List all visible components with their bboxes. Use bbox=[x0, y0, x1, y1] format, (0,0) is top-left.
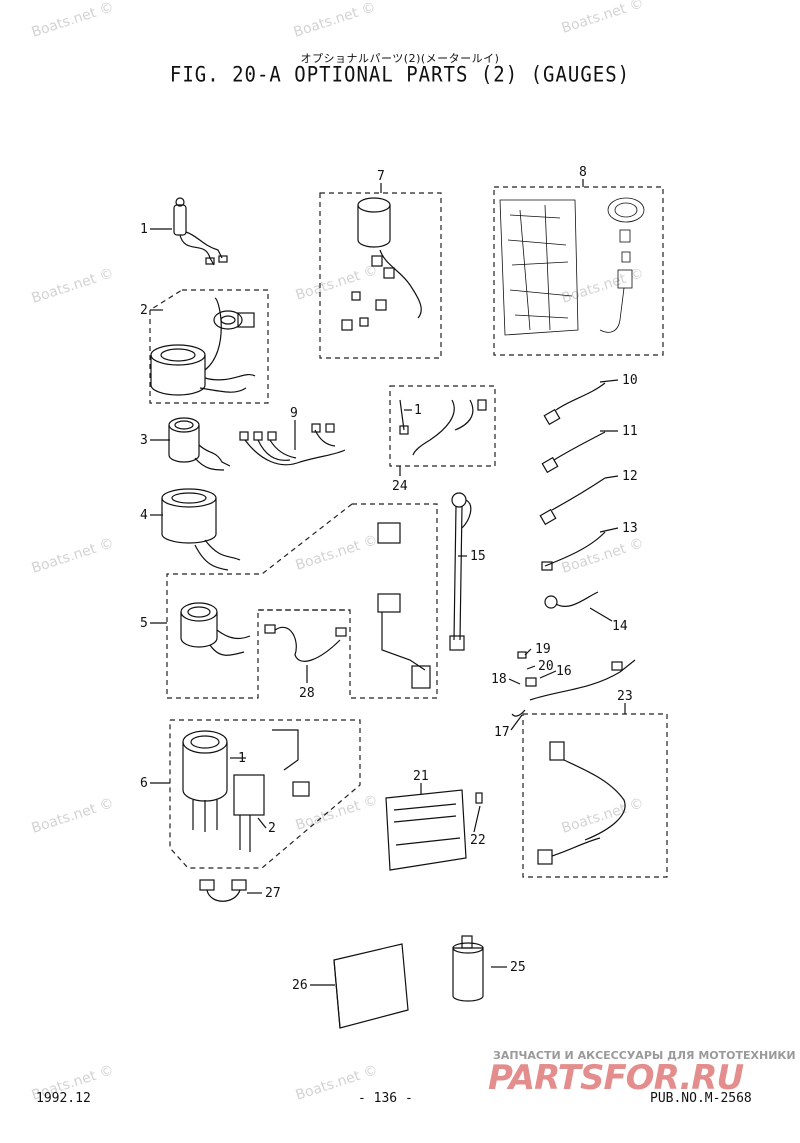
ad-brand-logo: PARTSFOR.RU bbox=[488, 1058, 744, 1098]
part-21-plate bbox=[385, 789, 483, 871]
callout-6: 6 bbox=[140, 776, 148, 791]
parts-10-14-sensor-leads bbox=[539, 382, 606, 609]
part-6-meter-bracket-kit bbox=[182, 729, 310, 852]
group-frame-2 bbox=[149, 289, 269, 404]
part-15-wire-lead bbox=[449, 492, 472, 651]
callout-21: 21 bbox=[413, 769, 429, 784]
callout-labels: 1 2 3 4 5 6 7 8 9 10 11 12 13 14 15 16 1… bbox=[140, 165, 638, 993]
part-2-tachometer-kit bbox=[150, 297, 256, 396]
callout-17: 17 bbox=[494, 725, 510, 740]
leader-lines bbox=[150, 179, 626, 986]
callout-12: 12 bbox=[622, 469, 638, 484]
callout-20: 20 bbox=[538, 659, 554, 674]
ad-tagline: ЗАПЧАСТИ И АКСЕССУАРЫ ДЛЯ МОТОТЕХНИКИ bbox=[493, 1049, 796, 1062]
part-26-manual bbox=[333, 943, 409, 1029]
part-7-meter-kit bbox=[341, 197, 422, 331]
callout-5: 5 bbox=[140, 616, 148, 631]
part-1-main-switch bbox=[173, 197, 228, 266]
group-frame-24 bbox=[389, 385, 496, 467]
callout-9: 9 bbox=[290, 406, 298, 421]
callout-19: 19 bbox=[535, 642, 551, 657]
callout-18: 18 bbox=[491, 672, 507, 687]
callout-14: 14 bbox=[612, 619, 628, 634]
part-28-cord bbox=[264, 624, 347, 662]
callout-8: 8 bbox=[579, 165, 587, 180]
part-24-cable-kit bbox=[399, 399, 487, 456]
figure-title: FIG. 20-A OPTIONAL PARTS (2) (GAUGES) bbox=[169, 62, 631, 88]
group-frame-23 bbox=[522, 713, 668, 878]
callout-25: 25 bbox=[510, 960, 526, 975]
callout-2: 2 bbox=[140, 303, 148, 318]
callout-1: 1 bbox=[140, 222, 148, 237]
callout-13: 13 bbox=[622, 521, 638, 536]
part-23-cable bbox=[537, 741, 626, 865]
callout-4: 4 bbox=[140, 508, 148, 523]
callout-24: 24 bbox=[392, 479, 408, 494]
group-frame-8 bbox=[493, 186, 664, 356]
callout-10: 10 bbox=[622, 373, 638, 388]
group-frames bbox=[149, 186, 668, 878]
callout-23: 23 bbox=[617, 689, 633, 704]
sub-leader-lines bbox=[230, 409, 412, 829]
callout-15: 15 bbox=[470, 549, 486, 564]
part-25-paint-can bbox=[452, 935, 484, 1002]
part-4-gauge bbox=[161, 488, 241, 571]
part-3-gauge bbox=[168, 417, 231, 471]
group-frame-6 bbox=[169, 719, 361, 869]
part-8-sender-installation bbox=[499, 197, 645, 336]
callout-7: 7 bbox=[377, 169, 385, 184]
figure-subtitle-japanese: オプショナルパーツ(2)(メータールイ) bbox=[300, 52, 500, 65]
part-5-gauge-kit bbox=[180, 522, 431, 689]
callout-3: 3 bbox=[140, 433, 148, 448]
callout-16: 16 bbox=[556, 664, 572, 679]
parts-16-20-hose bbox=[511, 651, 636, 717]
callout-27: 27 bbox=[265, 886, 281, 901]
group-frame-5 bbox=[166, 503, 438, 699]
callout-26: 26 bbox=[292, 978, 308, 993]
callout-28: 28 bbox=[299, 686, 315, 701]
group-frame-7 bbox=[319, 192, 442, 359]
sub-callout-1: 1 bbox=[414, 403, 422, 418]
part-9-wire-harness bbox=[239, 423, 346, 466]
sub-callout-2: 2 bbox=[268, 821, 276, 836]
part-27-cord bbox=[199, 879, 247, 902]
callout-11: 11 bbox=[622, 424, 638, 439]
footer-publication-number: PUB.NO.M-2568 bbox=[650, 1091, 752, 1106]
footer-date: 1992.12 bbox=[36, 1091, 91, 1106]
callout-22: 22 bbox=[470, 833, 486, 848]
footer-page-number: - 136 - bbox=[358, 1091, 413, 1106]
